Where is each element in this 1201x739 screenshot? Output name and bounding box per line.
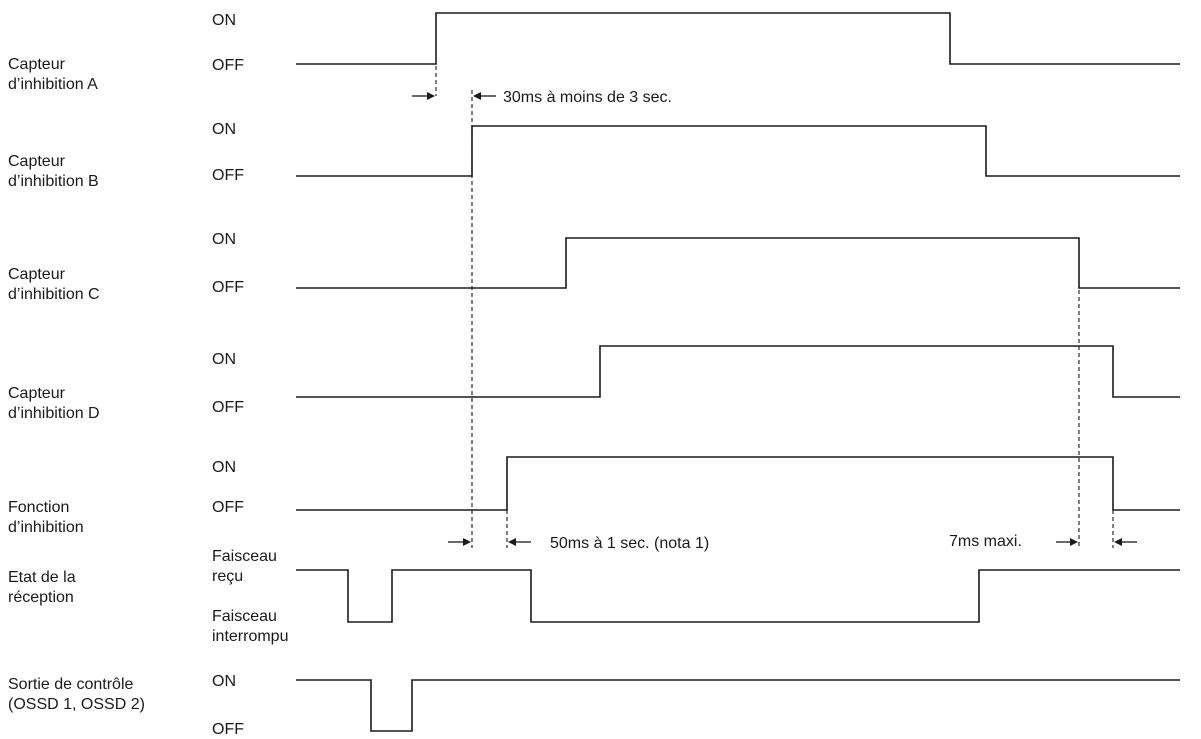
- signal-label-line: Capteur: [8, 153, 66, 170]
- state-label-high: ON: [212, 673, 236, 690]
- signal-label-line: d’inhibition D: [8, 405, 100, 422]
- signal-row-4: Fonction d’inhibition ON OFF: [8, 456, 1180, 536]
- annotation-mute-end-delay: 7ms maxi.: [949, 533, 1137, 550]
- state-label-high: ON: [212, 459, 236, 476]
- signal-label-line: d’inhibition C: [8, 286, 100, 303]
- state-label-low: OFF: [212, 279, 244, 296]
- arrow-ab-left-head: [427, 92, 435, 100]
- signal-waveform: [296, 679, 1180, 732]
- state-label-high: ON: [212, 351, 236, 368]
- signal-rows: Capteur d’inhibition A ON OFF Capteur d’inhib…: [8, 12, 1180, 738]
- arrow-mute-end-left-head: [1070, 538, 1078, 546]
- arrow-mute-end-right-head: [1114, 538, 1122, 546]
- signal-row-5: Etat de laréceptionFaisceaureçuFaisceaui…: [8, 548, 1180, 645]
- state-label-low: interrompu: [212, 628, 288, 645]
- annotation-ab-delay: 30ms à moins de 3 sec.: [412, 89, 672, 106]
- signal-row-6: Sortie de contrôle (OSSD 1, OSSD 2) ON OFF: [8, 673, 1180, 738]
- arrow-ab-right-head: [473, 92, 481, 100]
- state-label-high: Faisceau: [212, 548, 277, 565]
- state-label-low: OFF: [212, 167, 244, 184]
- signal-row-1: Capteur d’inhibition B ON OFF: [8, 121, 1180, 190]
- signal-label-line: Fonction: [8, 499, 69, 516]
- signal-label-line: Capteur: [8, 385, 66, 402]
- signal-label-line: réception: [8, 589, 74, 606]
- state-label-low: OFF: [212, 399, 244, 416]
- signal-waveform: [296, 125, 1180, 177]
- signal-label-line: d’inhibition: [8, 519, 84, 536]
- guide-lines: [435, 66, 1114, 548]
- state-label-high: reçu: [212, 568, 243, 585]
- state-label-high: ON: [212, 12, 236, 29]
- signal-row-0: Capteur d’inhibition A ON OFF: [8, 12, 1180, 93]
- signal-waveform: [296, 456, 1180, 511]
- signal-label-line: d’inhibition B: [8, 173, 99, 190]
- signal-label-line: Capteur: [8, 56, 66, 73]
- state-label-low: OFF: [212, 721, 244, 738]
- arrow-mute-start-left-head: [463, 538, 471, 546]
- signal-label-line: d’inhibition A: [8, 76, 98, 93]
- signal-label-line: Capteur: [8, 266, 66, 283]
- state-label-low: OFF: [212, 57, 244, 74]
- signal-waveform: [296, 237, 1180, 289]
- annotation-mute-start-delay: 50ms à 1 sec. (nota 1): [448, 535, 709, 552]
- signal-label-line: (OSSD 1, OSSD 2): [8, 696, 145, 713]
- state-label-high: ON: [212, 121, 236, 138]
- state-label-high: ON: [212, 231, 236, 248]
- signal-waveform: [296, 12, 1180, 65]
- state-label-low: OFF: [212, 499, 244, 516]
- label-mute-end-delay: 7ms maxi.: [949, 533, 1022, 550]
- signal-row-2: Capteur d’inhibition C ON OFF: [8, 231, 1180, 303]
- signal-waveform: [296, 345, 1180, 398]
- state-label-low: Faisceau: [212, 608, 277, 625]
- arrow-mute-start-right-head: [508, 538, 516, 546]
- signal-label-line: Etat de la: [8, 569, 76, 586]
- signal-row-3: Capteur d’inhibition D ON OFF: [8, 345, 1180, 422]
- signal-waveform: [296, 569, 1180, 623]
- label-mute-start-delay: 50ms à 1 sec. (nota 1): [550, 535, 709, 552]
- signal-label-line: Sortie de contrôle: [8, 676, 134, 693]
- label-ab-delay: 30ms à moins de 3 sec.: [503, 89, 672, 106]
